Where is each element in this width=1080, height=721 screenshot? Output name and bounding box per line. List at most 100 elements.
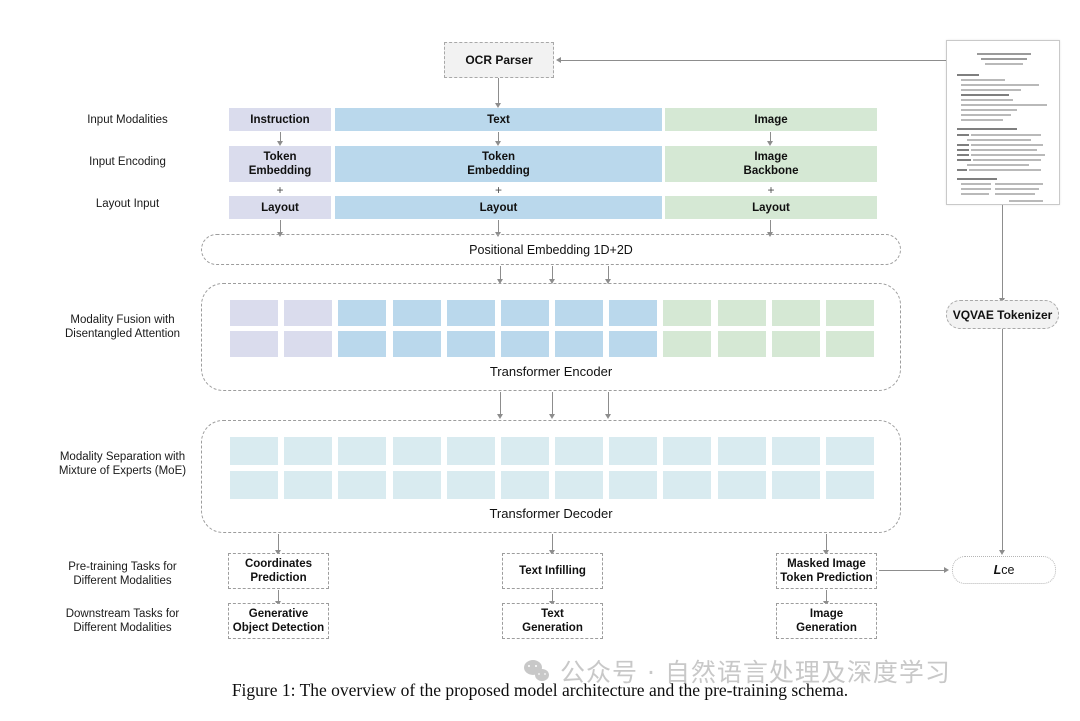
- decoder-token-cell: [446, 437, 495, 465]
- connector-decoder-to-coordinates: [278, 534, 280, 551]
- encoder-token-cell: [230, 300, 279, 326]
- connector-pe-to-encoder-1: [500, 266, 502, 280]
- connector-coordinates-to-detection: [278, 590, 280, 602]
- vqvae-tokenizer-box[interactable]: VQVAE Tokenizer: [946, 300, 1059, 329]
- decoder-token-cell: [771, 437, 820, 465]
- connector-infilling-to-generation: [552, 590, 554, 602]
- decoder-token-cell: [609, 437, 658, 465]
- arrowhead-image-encoding: [767, 141, 773, 146]
- connector-layout-text-to-pe: [498, 220, 500, 233]
- encoding-box-image[interactable]: Image Backbone: [665, 146, 877, 182]
- modality-bar-instruction[interactable]: Instruction: [229, 108, 331, 131]
- decoder-token-cell: [284, 471, 333, 499]
- arrowhead-encoder-decoder-3: [605, 414, 611, 419]
- decoder-token-cell: [717, 471, 766, 499]
- arrowhead-text-encoding: [495, 141, 501, 146]
- encoding-box-text[interactable]: Token Embedding: [335, 146, 662, 182]
- encoder-token-cell: [392, 331, 441, 357]
- encoder-token-cell: [338, 331, 387, 357]
- modality-bar-text[interactable]: Text: [335, 108, 662, 131]
- encoder-token-cell: [230, 331, 279, 357]
- decoder-token-cell: [338, 437, 387, 465]
- decoder-token-cell: [338, 471, 387, 499]
- task-text-infilling[interactable]: Text Infilling: [502, 553, 603, 589]
- encoder-token-cell: [392, 300, 441, 326]
- encoder-token-cell: [338, 300, 387, 326]
- encoder-token-cell: [825, 331, 874, 357]
- encoder-token-cell: [609, 331, 658, 357]
- arrowhead-ocr-to-text: [495, 103, 501, 108]
- connector-layout-image-to-pe: [770, 220, 772, 233]
- positional-embedding-container[interactable]: Positional Embedding 1D+2D: [201, 234, 901, 265]
- arrowhead-pe-encoder-1: [497, 279, 503, 284]
- encoder-token-cell: [717, 300, 766, 326]
- plus-instruction: +: [276, 183, 284, 197]
- decoder-token-cell: [555, 437, 604, 465]
- task-generative-object-detection[interactable]: Generative Object Detection: [228, 603, 329, 639]
- decoder-token-cell: [825, 437, 874, 465]
- transformer-decoder-container[interactable]: Transformer Decoder: [201, 420, 901, 533]
- layout-box-instruction[interactable]: Layout: [229, 196, 331, 219]
- row-label-input-modalities: Input Modalities: [87, 114, 168, 126]
- loss-subscript: ce: [1001, 563, 1015, 577]
- decoder-token-cell: [284, 437, 333, 465]
- transformer-encoder-container[interactable]: Transformer Encoder: [201, 283, 901, 391]
- encoder-token-cell: [663, 300, 712, 326]
- encoder-token-cell: [717, 331, 766, 357]
- ocr-parser-box[interactable]: OCR Parser: [444, 42, 554, 78]
- task-text-generation[interactable]: Text Generation: [502, 603, 603, 639]
- encoding-box-instruction[interactable]: Token Embedding: [229, 146, 331, 182]
- plus-text: +: [494, 183, 502, 197]
- decoder-token-cell: [500, 471, 549, 499]
- decoder-token-cell: [392, 437, 441, 465]
- decoder-token-cell: [771, 471, 820, 499]
- connector-masked-image-to-loss: [879, 570, 945, 572]
- encoder-token-cell: [825, 300, 874, 326]
- connector-text-to-encoding: [498, 132, 500, 142]
- figure-caption: Figure 1: The overview of the proposed m…: [231, 680, 849, 700]
- decoder-token-cell: [446, 471, 495, 499]
- connector-instruction-to-encoding: [280, 132, 282, 142]
- decoder-token-cell: [555, 471, 604, 499]
- decoder-token-cell: [663, 471, 712, 499]
- layout-box-text[interactable]: Layout: [335, 196, 662, 219]
- encoder-token-cell: [555, 300, 604, 326]
- encoder-token-cell: [500, 300, 549, 326]
- decoder-token-cell: [609, 471, 658, 499]
- modality-bar-image[interactable]: Image: [665, 108, 877, 131]
- arrowhead-decoder-coordinates: [275, 550, 281, 555]
- task-coordinates-prediction[interactable]: Coordinates Prediction: [228, 553, 329, 589]
- decoder-token-cell: [663, 437, 712, 465]
- task-image-generation[interactable]: Image Generation: [776, 603, 877, 639]
- connector-vqvae-to-loss: [1002, 329, 1004, 551]
- encoder-token-cell: [500, 331, 549, 357]
- transformer-decoder-label: Transformer Decoder: [489, 506, 613, 521]
- encoder-token-cell: [609, 300, 658, 326]
- row-label-pretraining-tasks: Pre-training Tasks for Different Modalit…: [68, 561, 177, 587]
- plus-image: +: [767, 183, 775, 197]
- connector-doc-to-vqvae: [1002, 205, 1004, 299]
- encoder-token-cell: [284, 331, 333, 357]
- row-label-modality-separation: Modality Separation with Mixture of Expe…: [58, 451, 187, 477]
- encoder-token-cell: [771, 331, 820, 357]
- arrowhead-pe-encoder-3: [605, 279, 611, 284]
- loss-symbol: L: [993, 563, 1002, 577]
- encoder-token-cell: [555, 331, 604, 357]
- document-page-thumbnail[interactable]: [946, 40, 1060, 205]
- layout-box-image[interactable]: Layout: [665, 196, 877, 219]
- transformer-encoder-label: Transformer Encoder: [489, 364, 613, 379]
- row-label-layout-input: Layout Input: [95, 198, 160, 210]
- arrowhead-doc-to-ocr: [556, 56, 561, 63]
- decoder-token-cell: [392, 471, 441, 499]
- connector-pe-to-encoder-2: [552, 266, 554, 280]
- decoder-token-cell: [825, 471, 874, 499]
- arrowhead-instruction-encoding: [277, 141, 283, 146]
- task-masked-image-token-prediction[interactable]: Masked Image Token Prediction: [776, 553, 877, 589]
- connector-ocr-to-text: [498, 78, 500, 104]
- arrowhead-masked-image-loss: [944, 566, 949, 573]
- positional-embedding-label: Positional Embedding 1D+2D: [469, 243, 633, 257]
- row-label-input-encoding: Input Encoding: [89, 156, 166, 168]
- decoder-token-cell: [230, 437, 279, 465]
